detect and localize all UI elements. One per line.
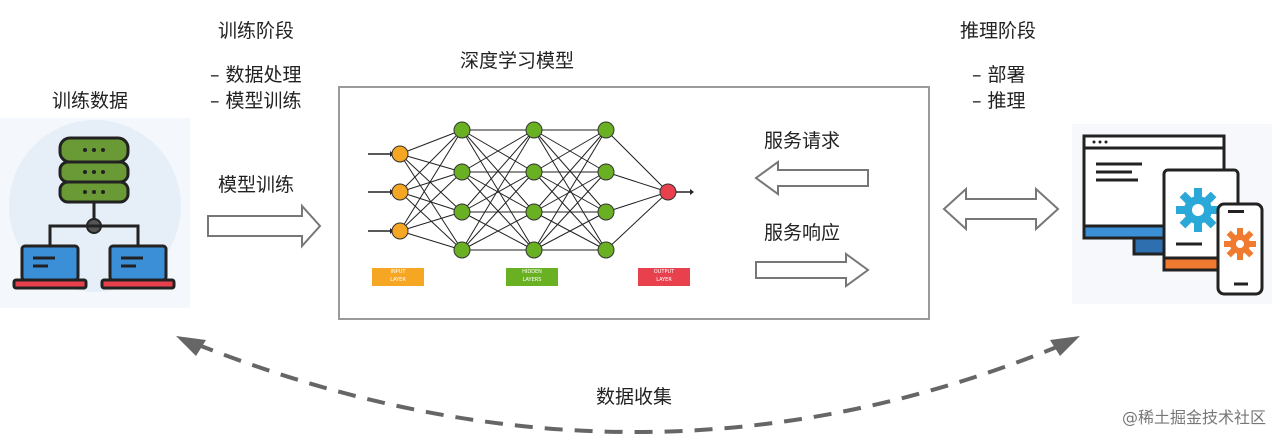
nn-edge [399,129,463,193]
input-node [391,183,409,201]
nn-edge [399,171,463,193]
laptop-right-icon [100,244,176,290]
hidden-node [525,163,543,181]
input-layer-tag: INPUT LAYER [372,268,424,286]
hidden-tag-line2: LAYERS [522,277,542,283]
inference-item-deploy: – 部署 [972,64,1026,86]
left-arrowhead-icon [176,336,206,356]
input-node [391,145,409,163]
gear-orange-icon [1224,228,1256,260]
nn-edge [533,129,607,173]
training-data-title: 训练数据 [52,90,129,112]
nn-edge [399,171,463,232]
request-arrow-icon [754,160,869,196]
devices-icon [1072,124,1272,304]
double-arrow-icon [942,186,1060,232]
output-tag-line1: OUTPUT [653,269,675,275]
nn-edge [533,171,607,213]
hidden-node [597,203,615,221]
model-title: 深度学习模型 [460,50,575,72]
training-stage-title: 训练阶段 [218,20,295,42]
nn-edge [461,129,535,251]
hidden-node [597,163,615,181]
neural-network-diagram [368,121,694,259]
service-response-label: 服务响应 [764,222,841,244]
input-node [391,222,409,240]
output-arrowhead [690,189,694,195]
nn-edge [461,211,535,251]
hidden-node [525,121,543,139]
hidden-node [453,241,471,259]
data-collection-label: 数据收集 [596,386,673,408]
nn-edge [605,191,669,213]
laptop-left-icon [12,244,88,290]
output-node [659,183,677,201]
hidden-node [453,203,471,221]
nn-edge [461,171,535,213]
database-network-icon [0,118,190,308]
inference-stage-title: 推理阶段 [960,20,1037,42]
nn-edge [533,211,607,251]
nn-edge [399,153,463,173]
hidden-node [525,203,543,221]
output-tag-line2: LAYER [656,277,672,283]
nn-edge [533,129,607,213]
hidden-tag-line1: HIDDEN [522,269,542,275]
input-tag-line1: INPUT [390,269,406,275]
hidden-node [453,163,471,181]
nn-edge [461,129,535,173]
right-arrowhead-icon [1050,336,1080,356]
response-arrow-icon [755,252,870,288]
training-item-model-training: – 模型训练 [210,90,302,112]
train-arrow-icon [207,203,322,249]
nn-edge [533,129,607,251]
hidden-node [597,121,615,139]
nn-edge [605,129,669,193]
database-icon [58,136,130,204]
gear-blue-icon [1176,188,1220,232]
hidden-layer-tag: HIDDEN LAYERS [506,268,558,286]
training-item-data-processing: – 数据处理 [210,64,302,86]
nn-edge [533,171,607,251]
nn-edge [399,129,463,232]
nn-edge [605,191,669,251]
service-request-label: 服务请求 [764,130,841,152]
hidden-node [525,241,543,259]
nn-edge [399,230,463,251]
watermark: @稀土掘金技术社区 [1121,408,1266,427]
phone-icon [1216,202,1264,296]
nn-edge [399,211,463,232]
hidden-node [453,121,471,139]
nn-edge [461,129,535,213]
nn-edge [399,153,463,213]
train-arrow-label: 模型训练 [218,174,295,196]
nn-edge [605,171,669,193]
input-tag-line2: LAYER [390,277,406,283]
nn-edge [399,129,463,155]
inference-item-infer: – 推理 [972,90,1026,112]
hidden-node [597,241,615,259]
output-layer-tag: OUTPUT LAYER [638,268,690,286]
nn-edge [461,171,535,251]
